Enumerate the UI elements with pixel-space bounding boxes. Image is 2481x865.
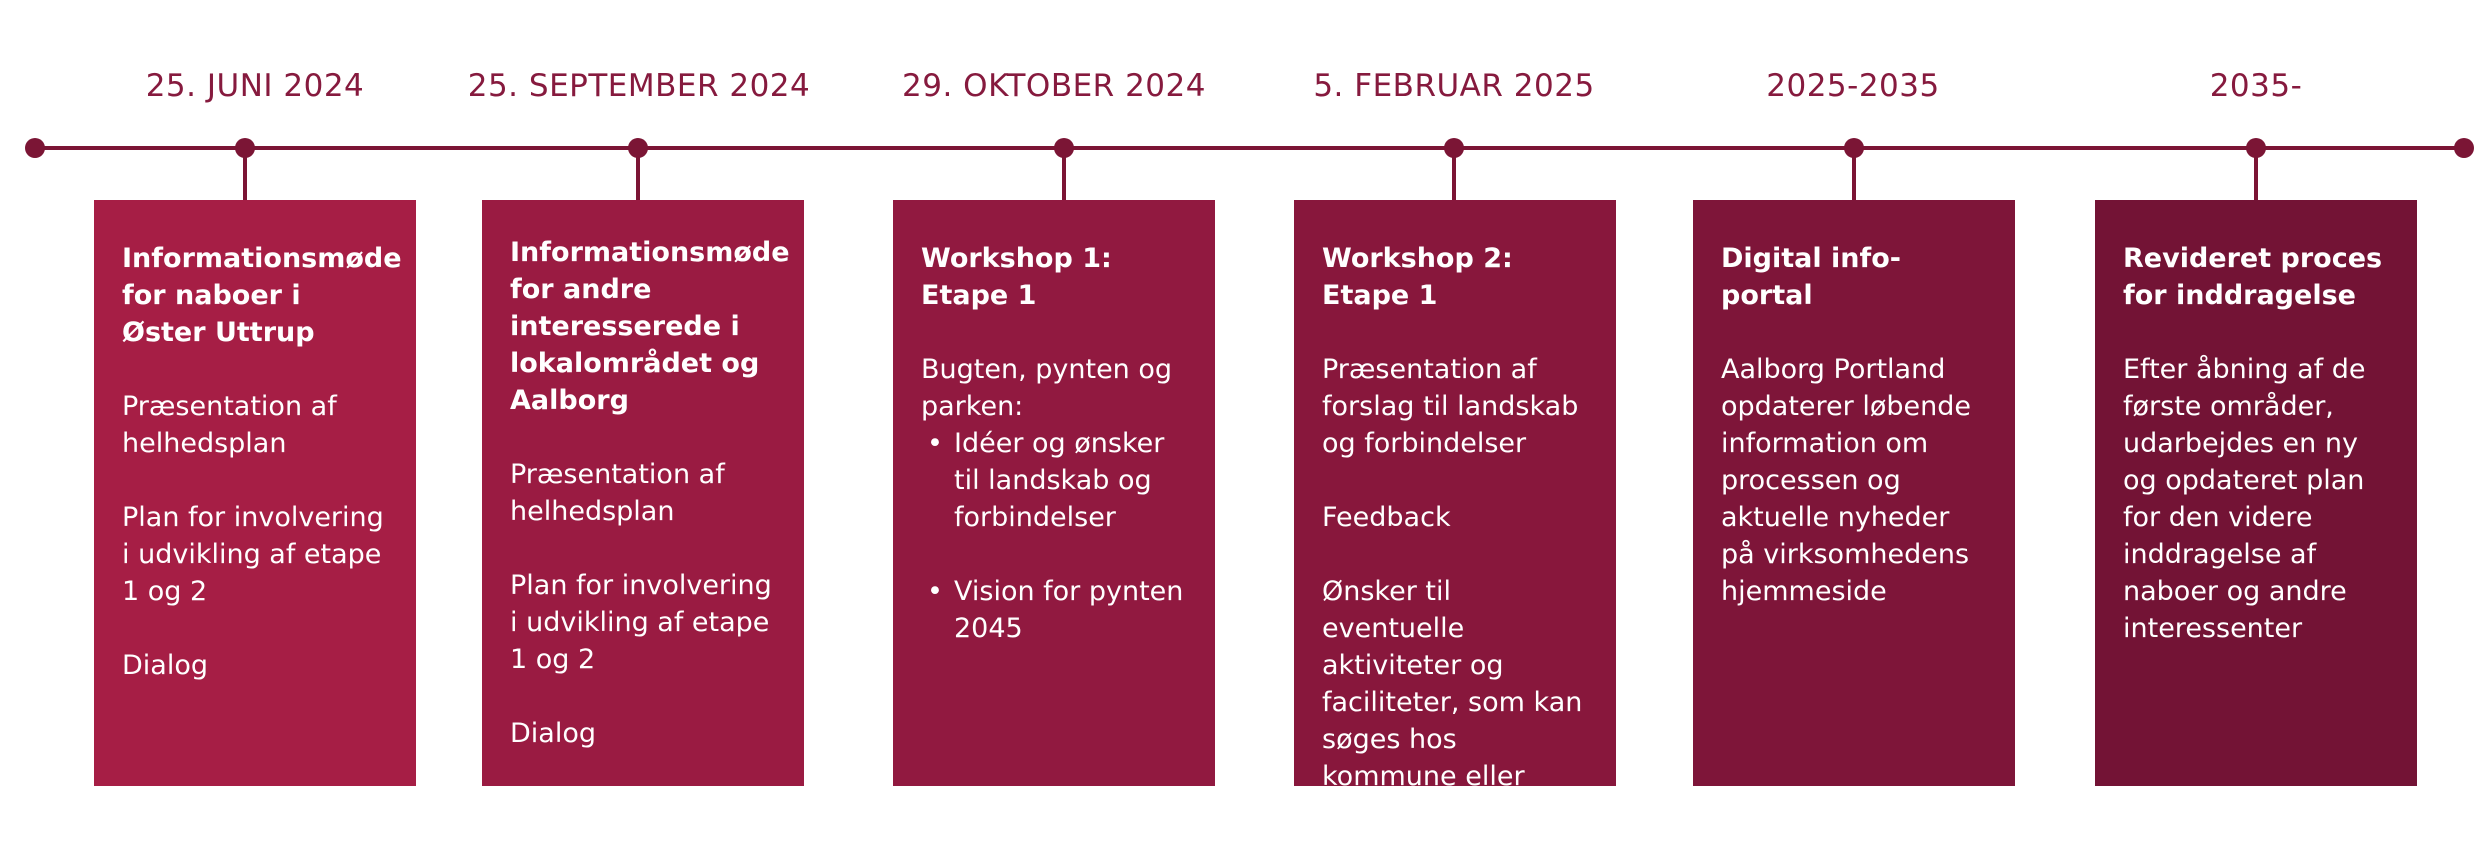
card-bullet: Vision for pynten 2045 (927, 573, 1187, 647)
milestone-card: Informationsmøde for andre interesserede… (482, 200, 804, 786)
milestone-connector (1852, 148, 1856, 200)
milestone-date: 25. JUNI 2024 (145, 68, 365, 104)
card-paragraph: Dialog (122, 650, 208, 681)
timeline-end-dot (2454, 138, 2474, 158)
milestone-card: Revideret proces for inddragelse Efter å… (2095, 200, 2417, 786)
milestone-5: 2025-2035 Digital info-portal Aalborg Po… (1688, 0, 2018, 800)
milestone-date: 25. SEPTEMBER 2024 (467, 68, 811, 104)
card-paragraph: Plan for involvering i udvikling af etap… (122, 502, 384, 607)
milestone-3: 29. OKTOBER 2024 Workshop 1: Etape 1 Bug… (889, 0, 1219, 800)
milestone-date: 29. OKTOBER 2024 (902, 68, 1206, 104)
card-title: Workshop 2: Etape 1 (1322, 243, 1513, 311)
card-paragraph: Præsentation af forslag til landskab og … (1322, 354, 1579, 459)
card-bullet: Idéer og ønsker til landskab og forbinde… (927, 425, 1187, 536)
timeline-start-dot (25, 138, 45, 158)
milestone-date: 2035- (2209, 68, 2303, 104)
milestone-connector (243, 148, 247, 200)
card-intro: Bugten, pynten og parken: (921, 354, 1173, 422)
card-paragraph: Præsentation af helhedsplan (510, 459, 725, 527)
card-title: Revideret proces for inddragelse (2123, 243, 2383, 311)
milestone-4: 5. FEBRUAR 2025 Workshop 2: Etape 1 Præs… (1289, 0, 1619, 800)
card-paragraph: Aalborg Portland opdaterer løbende infor… (1721, 354, 1971, 607)
milestone-card: Digital info-portal Aalborg Portland opd… (1693, 200, 2015, 786)
card-bullet-list: Idéer og ønsker til landskab og forbinde… (921, 425, 1187, 647)
milestone-card: Workshop 2: Etape 1 Præsentation af fors… (1294, 200, 1616, 786)
card-paragraph: Ønsker til eventuelle aktiviteter og fac… (1322, 576, 1583, 786)
milestone-date: 5. FEBRUAR 2025 (1313, 68, 1595, 104)
card-paragraph: Feedback (1322, 502, 1451, 533)
card-title: Digital info-portal (1721, 243, 1902, 311)
card-title: Workshop 1: Etape 1 (921, 243, 1112, 311)
milestone-connector (636, 148, 640, 200)
card-paragraph: Efter åbning af de første områder, udarb… (2123, 354, 2366, 644)
card-paragraph: Præsentation af helhedsplan (122, 391, 337, 459)
card-title: Informationsmøde for andre interesserede… (510, 237, 790, 416)
milestone-date: 2025-2035 (1766, 68, 1940, 104)
milestone-card: Workshop 1: Etape 1 Bugten, pynten og pa… (893, 200, 1215, 786)
milestone-1: 25. JUNI 2024 Informationsmøde for naboe… (90, 0, 420, 800)
card-paragraph: Plan for involvering i udvikling af etap… (510, 570, 772, 675)
card-paragraph: Dialog (510, 718, 596, 749)
milestone-connector (2254, 148, 2258, 200)
milestone-2: 25. SEPTEMBER 2024 Informationsmøde for … (468, 0, 810, 800)
milestone-6: 2035- Revideret proces for inddragelse E… (2091, 0, 2421, 800)
milestone-connector (1452, 148, 1456, 200)
milestone-connector (1062, 148, 1066, 200)
card-title: Informationsmøde for naboer i Øster Uttr… (122, 243, 402, 348)
milestone-card: Informationsmøde for naboer i Øster Uttr… (94, 200, 416, 786)
timeline-axis (35, 146, 2465, 150)
